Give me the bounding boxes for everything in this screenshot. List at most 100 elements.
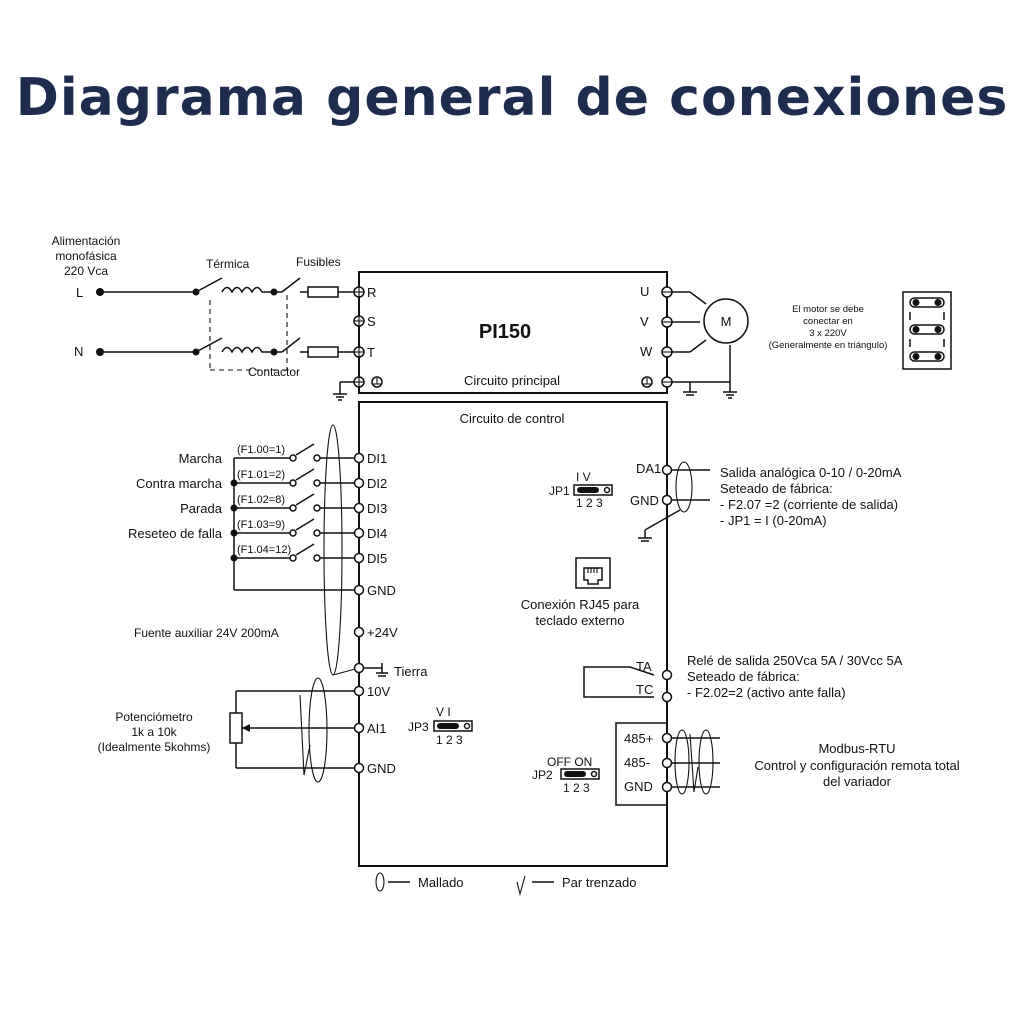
modbus-note: Modbus-RTU Control y configuración remot… <box>754 741 959 789</box>
svg-text:(F1.04=12): (F1.04=12) <box>237 544 291 556</box>
svg-text:JP3: JP3 <box>408 720 429 734</box>
svg-text:AI1: AI1 <box>367 721 387 736</box>
svg-text:Térmica: Térmica <box>206 257 250 271</box>
potentiometer-label: Potenciómetro 1k a 10k (Idealmente 5kohm… <box>98 710 211 754</box>
contactor: Contactor <box>248 277 301 379</box>
rs485-terminals: 485+ 485- GND <box>615 722 720 806</box>
svg-text:GND: GND <box>630 493 659 508</box>
motor-note: El motor se debe conectar en 3 x 220V (G… <box>769 304 888 351</box>
svg-text:Tierra: Tierra <box>394 664 428 679</box>
svg-text:monofásica: monofásica <box>55 249 117 263</box>
svg-text:DA1: DA1 <box>636 461 661 476</box>
svg-text:220 Vca: 220 Vca <box>64 264 108 278</box>
svg-text:M: M <box>721 314 732 329</box>
svg-text:del variador: del variador <box>823 774 892 789</box>
legend-shield: Mallado <box>375 872 464 892</box>
svg-text:Alimentación: Alimentación <box>52 234 121 248</box>
svg-text:1k a 10k: 1k a 10k <box>131 725 177 739</box>
svg-text:Parada: Parada <box>180 501 223 516</box>
analog-output-note: Salida analógica 0-10 / 0-20mA Seteado d… <box>720 465 902 528</box>
output-terminals: U V W <box>640 284 737 399</box>
svg-text:R: R <box>367 285 376 300</box>
svg-text:Contactor: Contactor <box>248 365 300 379</box>
label-L: L <box>76 285 83 300</box>
svg-text:GND: GND <box>367 761 396 776</box>
svg-text:(F1.03=9): (F1.03=9) <box>237 519 285 531</box>
digital-input-labels: Marcha Contra marcha Parada Reseteo de f… <box>128 451 223 541</box>
svg-text:El motor se debe: El motor se debe <box>792 304 864 315</box>
thermal-breaker: Térmica <box>192 257 287 371</box>
svg-text:(Idealmente 5kohms): (Idealmente 5kohms) <box>98 740 211 754</box>
svg-text:(F1.02=8): (F1.02=8) <box>237 494 285 506</box>
svg-text:3 x 220V: 3 x 220V <box>809 328 847 339</box>
earth-symbol: Tierra <box>364 663 428 679</box>
relay-terminals: TA TC <box>583 659 673 703</box>
svg-text:1 2 3: 1 2 3 <box>576 496 603 510</box>
jumper-jp3: V I JP3 1 2 3 <box>408 705 473 747</box>
svg-text:485-: 485- <box>624 755 650 770</box>
svg-text:- F2.02=2 (activo ante falla: - F2.02=2 (activo ante falla) <box>687 685 846 700</box>
svg-text:GND: GND <box>367 583 396 598</box>
aux-supply-label: Fuente auxiliar 24V 200mA <box>134 626 279 640</box>
page-title: Diagrama general de conexiones <box>15 68 1009 128</box>
control-circuit-box <box>358 401 668 867</box>
svg-text:Fusibles: Fusibles <box>296 255 341 269</box>
svg-text:TC: TC <box>636 682 653 697</box>
rj45-icon <box>575 557 611 589</box>
control-terminals-left: DI1 DI2 DI3 DI4 DI5 GND +24V 10V AI1 GND <box>353 451 398 776</box>
legend-twisted-pair: Par trenzado <box>516 875 636 897</box>
svg-text:Seteado de fábrica:: Seteado de fábrica: <box>687 669 800 684</box>
svg-text:- F2.07 =2 (corriente de sal: - F2.07 =2 (corriente de salida) <box>720 497 898 512</box>
svg-text:Reseteo de falla: Reseteo de falla <box>128 526 223 541</box>
svg-text:Salida analógica 0-10 / 0-20mA: Salida analógica 0-10 / 0-20mA <box>720 465 902 480</box>
main-circuit-label: Circuito principal <box>464 373 560 388</box>
svg-text:Control y configuración remota: Control y configuración remota total <box>754 758 959 773</box>
svg-text:teclado externo: teclado externo <box>536 613 625 628</box>
svg-text:Conexión RJ45 para: Conexión RJ45 para <box>521 597 640 612</box>
svg-text:conectar en: conectar en <box>803 316 853 327</box>
svg-text:(F1.01=2): (F1.01=2) <box>237 469 285 481</box>
analog-output-terminals: DA1 GND <box>630 461 710 542</box>
svg-text:V: V <box>640 314 649 329</box>
svg-text:DI2: DI2 <box>367 476 387 491</box>
svg-text:Mallado: Mallado <box>418 875 464 890</box>
svg-text:10V: 10V <box>367 684 390 699</box>
svg-text:Marcha: Marcha <box>179 451 223 466</box>
supply-label: Alimentación monofásica 220 Vca <box>52 234 121 278</box>
power-lines <box>96 288 195 356</box>
svg-text:TA: TA <box>636 659 652 674</box>
svg-text:DI4: DI4 <box>367 526 387 541</box>
svg-text:T: T <box>367 345 375 360</box>
svg-text:JP1: JP1 <box>549 484 570 498</box>
motor-symbol: M <box>703 298 749 344</box>
svg-text:Contra marcha: Contra marcha <box>136 476 223 491</box>
svg-text:+24V: +24V <box>367 625 398 640</box>
fuses: Fusibles <box>296 255 359 358</box>
svg-text:DI1: DI1 <box>367 451 387 466</box>
svg-text:U: U <box>640 284 649 299</box>
svg-text:1 2 3: 1 2 3 <box>436 733 463 747</box>
svg-text:Relé de salida 250Vca 5A / 30V: Relé de salida 250Vca 5A / 30Vcc 5A <box>687 653 903 668</box>
svg-text:DI5: DI5 <box>367 551 387 566</box>
label-N: N <box>74 344 83 359</box>
svg-text:(Generalmente en triángulo): (Generalmente en triángulo) <box>769 340 888 351</box>
main-circuit-box <box>358 271 668 394</box>
svg-text:Modbus-RTU: Modbus-RTU <box>818 741 895 756</box>
relay-note: Relé de salida 250Vca 5A / 30Vcc 5A Sete… <box>687 653 903 700</box>
svg-text:(F1.00=1): (F1.00=1) <box>237 444 285 456</box>
svg-text:OFF ON: OFF ON <box>547 755 592 769</box>
jumper-jp2: OFF ON JP2 1 2 3 <box>532 755 600 795</box>
svg-text:W: W <box>640 344 653 359</box>
potentiometer-symbol <box>229 677 354 783</box>
svg-text:- JP1 = I (0-20mA): - JP1 = I (0-20mA) <box>720 513 827 528</box>
control-circuit-label: Circuito de control <box>460 411 565 426</box>
svg-text:Seteado de fábrica:: Seteado de fábrica: <box>720 481 833 496</box>
svg-text:485+: 485+ <box>624 731 653 746</box>
svg-text:V I: V I <box>436 705 451 719</box>
svg-text:JP2: JP2 <box>532 768 553 782</box>
svg-text:GND: GND <box>624 779 653 794</box>
svg-text:Potenciómetro: Potenciómetro <box>115 710 193 724</box>
rj45-label: Conexión RJ45 para teclado externo <box>521 597 640 628</box>
